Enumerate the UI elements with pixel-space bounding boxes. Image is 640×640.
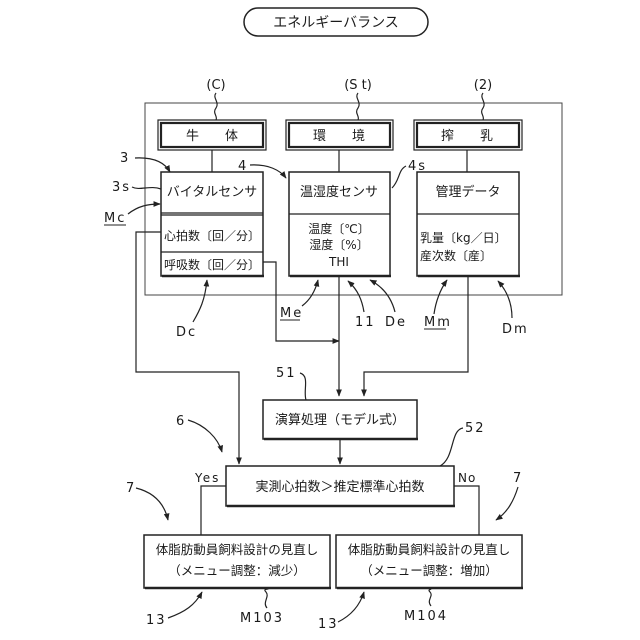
vital-row-respiration: 呼吸数〔回／分〕	[164, 257, 260, 272]
ref-7-left: 7	[126, 481, 136, 496]
ref-m103: M103	[240, 611, 284, 626]
decision-yes-label: Yes	[194, 471, 220, 485]
leader-m103	[265, 588, 268, 608]
ref-4: 4	[238, 159, 248, 174]
ref-3s: 3s	[112, 180, 131, 195]
flow-yes	[201, 486, 226, 535]
management-line-milk-yield: 乳量〔kg／日〕	[420, 231, 507, 245]
leader-52	[440, 428, 463, 466]
leader-51	[300, 373, 306, 400]
leader-dc	[193, 280, 207, 322]
header-environment-label: 環 境	[313, 129, 365, 144]
leader-3s	[132, 187, 161, 189]
outcome-box-increase: 体脂肪動員飼料設計の見直し （メニュー調整：増加）	[336, 535, 523, 588]
compute-box: 演算処理（モデル式）	[263, 400, 418, 439]
vital-row-heart-rate: 心拍数〔回／分〕	[164, 228, 260, 243]
leader-m104	[429, 588, 431, 606]
group-label-milking: (2)	[474, 78, 492, 93]
leader-7-right	[496, 487, 518, 520]
env-line-humidity: 湿度〔%〕	[309, 237, 368, 252]
management-data-box: 管理データ 乳量〔kg／日〕 産次数〔産〕	[417, 172, 520, 276]
ref-13-left: 13	[146, 613, 167, 628]
env-line-temperature: 温度〔℃〕	[308, 221, 369, 236]
leader-mm	[434, 280, 447, 314]
outcome-increase-line1: 体脂肪動員飼料設計の見直し	[348, 542, 511, 557]
compute-label: 演算処理（モデル式）	[275, 412, 405, 428]
group-label-cow: (C)	[206, 78, 225, 93]
header-milking-label: 搾 乳	[441, 128, 493, 144]
leader-me	[302, 280, 318, 306]
ref-mc: Mc	[104, 211, 126, 226]
env-line-thi: THI	[328, 255, 349, 269]
ref-mm: Mm	[424, 315, 452, 330]
leader-7-left	[136, 488, 168, 520]
ref-11: 11	[355, 315, 376, 330]
decision-box: 実測心拍数＞推定標準心拍数	[226, 466, 455, 506]
leader-dm	[498, 281, 512, 318]
ref-3: 3	[120, 151, 130, 166]
title-pill: エネルギーバランス	[244, 8, 428, 36]
flow-management	[364, 276, 468, 396]
vital-sensor-box: バイタルセンサ 心拍数〔回／分〕 呼吸数〔回／分〕	[161, 172, 264, 276]
ref-me: Me	[280, 306, 303, 321]
vital-sensor-title: バイタルセンサ	[167, 185, 257, 200]
ref-m104: M104	[404, 609, 448, 624]
outcome-decrease-line2: （メニュー調整：減少）	[168, 563, 306, 578]
ref-dc: Dc	[176, 325, 197, 340]
management-line-parity: 産次数〔産〕	[420, 248, 492, 263]
leader-6	[188, 420, 222, 452]
leader-environment	[357, 93, 360, 120]
header-milking: 搾 乳	[414, 120, 522, 150]
ref-4s: 4s	[408, 159, 427, 174]
leader-13-left	[168, 592, 202, 618]
header-cow-label: 牛 体	[186, 129, 238, 144]
leader-cow	[215, 93, 218, 120]
env-sensor-title: 温湿度センサ	[300, 184, 378, 200]
header-cow: 牛 体	[158, 120, 266, 150]
management-title: 管理データ	[435, 184, 500, 200]
header-environment: 環 境	[286, 120, 393, 150]
flow-no	[454, 486, 479, 535]
leader-de	[370, 280, 395, 312]
ref-52: 52	[465, 421, 486, 436]
ref-51: 51	[276, 366, 297, 381]
leader-mc	[128, 204, 160, 214]
leader-3	[135, 158, 170, 172]
ref-7-right: 7	[513, 471, 523, 486]
decision-label: 実測心拍数＞推定標準心拍数	[255, 479, 424, 495]
title-text: エネルギーバランス	[273, 15, 399, 31]
leader-13-right	[338, 592, 364, 622]
ref-dm: Dm	[502, 322, 529, 337]
ref-de: De	[385, 315, 407, 330]
env-sensor-box: 温湿度センサ 温度〔℃〕 湿度〔%〕 THI	[289, 172, 391, 276]
outcome-decrease-line1: 体脂肪動員飼料設計の見直し	[156, 542, 319, 557]
leader-11	[348, 281, 364, 312]
ref-6: 6	[176, 414, 186, 429]
outcome-box-decrease: 体脂肪動員飼料設計の見直し （メニュー調整：減少）	[144, 535, 331, 588]
ref-13-right: 13	[318, 617, 339, 632]
decision-no-label: No	[458, 471, 476, 485]
leader-milking	[482, 93, 485, 120]
group-label-environment: (S t)	[344, 78, 372, 93]
leader-4s	[392, 166, 406, 188]
outcome-increase-line2: （メニュー調整：増加）	[360, 563, 498, 578]
